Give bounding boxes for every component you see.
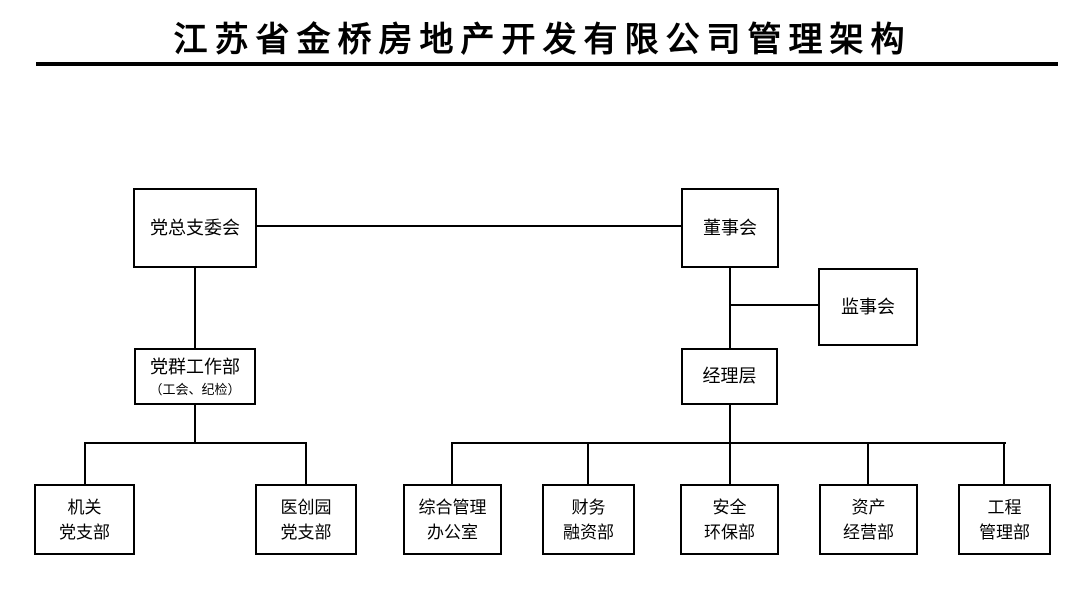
connector-drop-yichuang-branch bbox=[305, 442, 307, 484]
node-office-branch-line2: 党支部 bbox=[59, 522, 110, 542]
node-finance-dept-line1: 财务 bbox=[571, 497, 606, 517]
node-managers-label: 经理层 bbox=[702, 366, 757, 386]
node-admin-office-line2: 办公室 bbox=[427, 522, 478, 542]
connector-managers-down bbox=[729, 405, 731, 484]
node-party-committee: 党总支委会 bbox=[133, 188, 257, 268]
node-asset-operation-dept: 资产 经营部 bbox=[819, 484, 918, 555]
node-finance-financing-dept: 财务 融资部 bbox=[542, 484, 635, 555]
node-office-party-branch: 机关 党支部 bbox=[34, 484, 135, 555]
connector-party-mass-down bbox=[194, 405, 196, 444]
node-admin-office-line1: 综合管理 bbox=[418, 497, 487, 517]
node-asset-dept-line2: 经营部 bbox=[843, 522, 894, 542]
node-supervisory-label: 监事会 bbox=[841, 296, 895, 317]
connector-drop-asset-dept bbox=[867, 442, 869, 484]
connector-drop-finance-dept bbox=[587, 442, 589, 484]
connector-board-supervisory bbox=[730, 304, 818, 306]
node-board-of-directors: 董事会 bbox=[681, 188, 779, 268]
node-yichuang-branch-line2: 党支部 bbox=[280, 522, 332, 542]
node-party-mass-sublabel: （工会、纪检） bbox=[149, 381, 241, 397]
connector-right-rail bbox=[451, 442, 1006, 444]
connector-left-rail bbox=[84, 442, 307, 444]
page-title: 江苏省金桥房地产开发有限公司管理架构 bbox=[173, 22, 912, 59]
node-safety-dept-line2: 环保部 bbox=[704, 522, 755, 542]
node-safety-environment-dept: 安全 环保部 bbox=[680, 484, 779, 555]
node-management-layer: 经理层 bbox=[681, 348, 778, 405]
node-office-branch-line1: 机关 bbox=[67, 497, 102, 517]
node-party-mass-label: 党群工作部 bbox=[150, 356, 240, 377]
connector-board-down bbox=[729, 268, 731, 348]
node-party-committee-label: 党总支委会 bbox=[150, 217, 240, 238]
node-supervisory-board: 监事会 bbox=[818, 268, 918, 346]
node-yichuang-branch-line1: 医创园 bbox=[280, 497, 332, 517]
connector-drop-admin-office bbox=[451, 442, 453, 484]
node-general-admin-office: 综合管理 办公室 bbox=[403, 484, 502, 555]
connector-drop-office-branch bbox=[84, 442, 86, 484]
node-engineering-dept-line1: 工程 bbox=[987, 497, 1022, 517]
connector-party-committee-down bbox=[194, 268, 196, 348]
node-board-label: 董事会 bbox=[703, 217, 757, 238]
node-yichuangyuan-party-branch: 医创园 党支部 bbox=[255, 484, 357, 555]
node-party-mass-dept: 党群工作部 （工会、纪检） bbox=[134, 348, 256, 405]
connector-drop-engineering-dept bbox=[1003, 442, 1005, 484]
node-asset-dept-line1: 资产 bbox=[851, 497, 886, 517]
connector-party-committee-board bbox=[257, 225, 681, 227]
node-engineering-dept-line2: 管理部 bbox=[979, 522, 1030, 542]
node-engineering-management-dept: 工程 管理部 bbox=[958, 484, 1051, 555]
node-safety-dept-line1: 安全 bbox=[712, 497, 747, 517]
title-divider-double-rule bbox=[36, 62, 1058, 66]
node-finance-dept-line2: 融资部 bbox=[563, 522, 614, 542]
